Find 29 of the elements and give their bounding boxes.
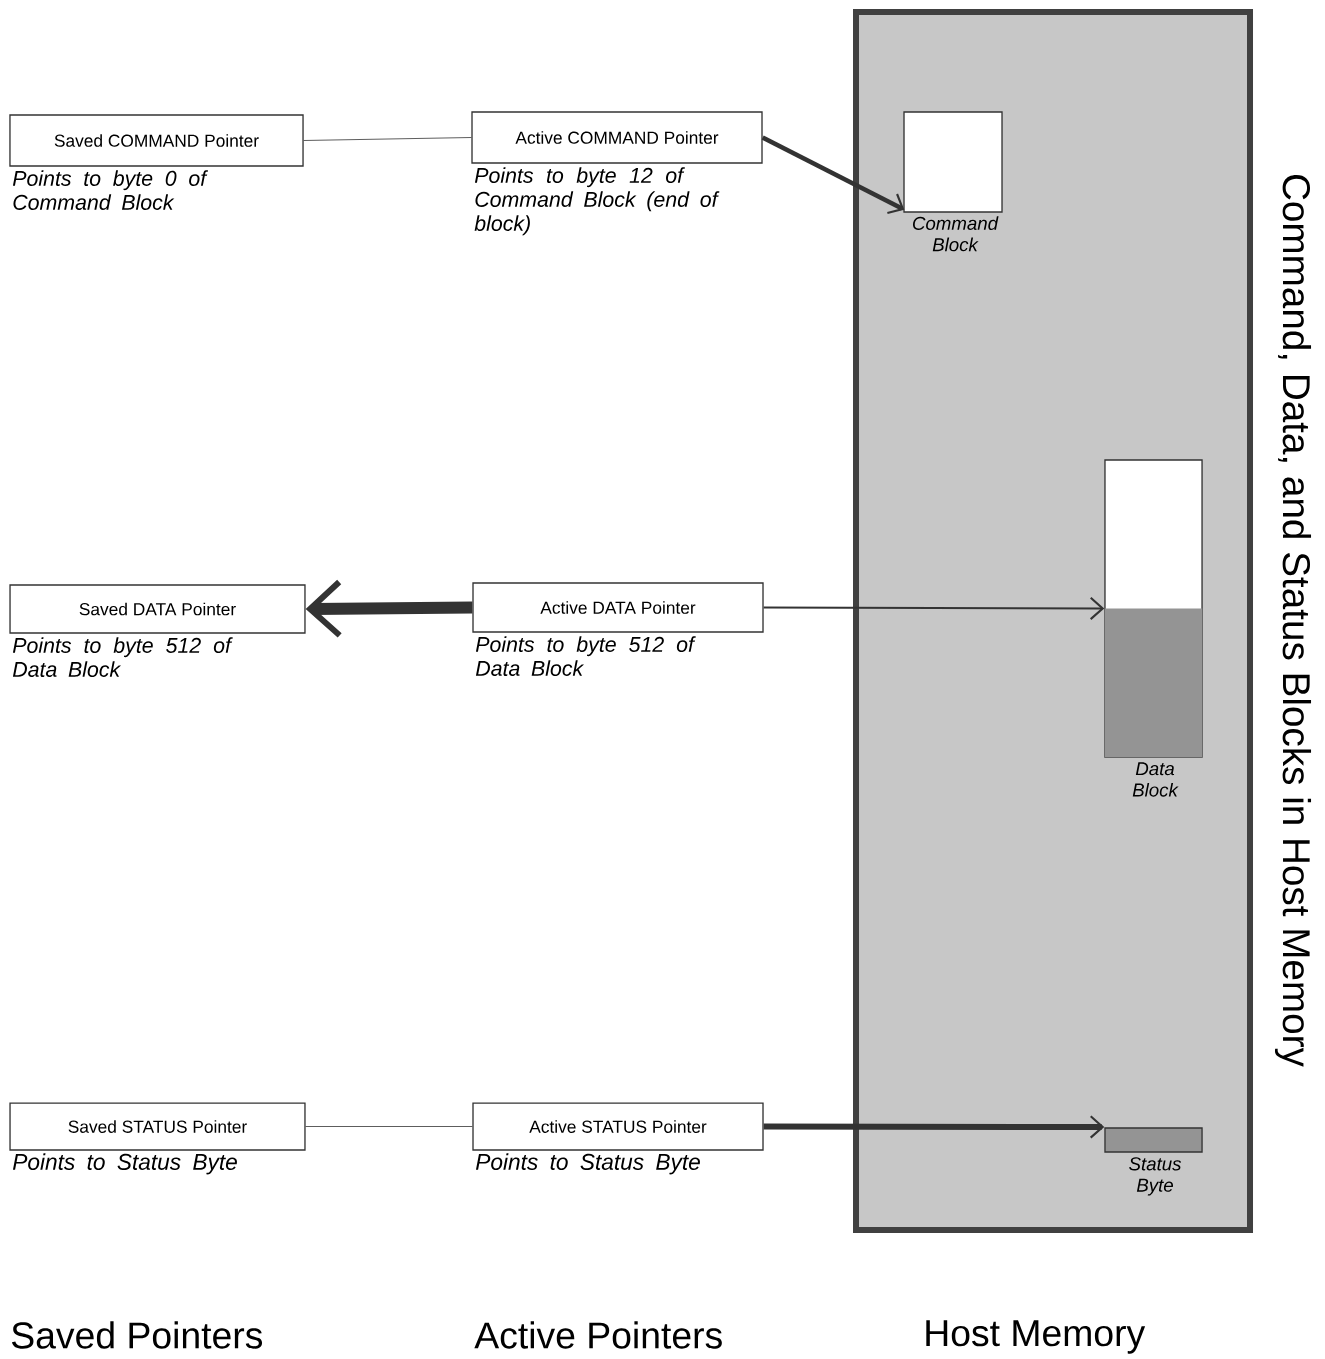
arrow	[305, 579, 473, 638]
pointer-box: Active DATA Pointer	[472, 582, 764, 633]
pointer-description: Points to byte 512 of Data Block	[12, 637, 233, 677]
connector-line	[303, 137, 472, 141]
pointer-box: Saved COMMAND Pointer	[9, 114, 304, 167]
pointer-box: Active STATUS Pointer	[472, 1102, 764, 1151]
arrow	[761, 135, 905, 215]
pointer-description: Points to byte 512 of Data Block	[475, 636, 696, 676]
pointer-box: Active COMMAND Pointer	[471, 111, 763, 164]
block-caption: Status Byte	[1129, 1157, 1182, 1196]
arrow	[763, 1115, 1105, 1139]
status-bar	[1104, 1127, 1203, 1153]
pointer-box: Saved STATUS Pointer	[9, 1102, 306, 1151]
connector-line	[305, 1126, 473, 1127]
host-memory-panel	[853, 9, 1253, 1233]
block-caption: Command Block	[913, 216, 999, 252]
pointer-description: Points to byte 12 of Command Block (end of block)	[474, 167, 720, 236]
pointer-description: Points to Status Byte	[12, 1153, 237, 1175]
memory-block	[1104, 459, 1203, 758]
column-label: Active Pointers	[474, 1321, 722, 1349]
column-label: Saved Pointers	[11, 1321, 263, 1349]
block-caption: Data Block	[1132, 762, 1179, 797]
pointer-box: Saved DATA Pointer	[9, 584, 306, 634]
column-label: Host Memory	[926, 1320, 1146, 1354]
pointer-description: Points to byte 0 of Command Block	[12, 170, 208, 210]
vertical-title: Command, Data, and Status Blocks in Host Memory	[1275, 175, 1312, 1067]
pointer-description: Points to Status Byte	[475, 1153, 700, 1175]
arrow	[763, 597, 1105, 620]
memory-block	[903, 111, 1003, 213]
